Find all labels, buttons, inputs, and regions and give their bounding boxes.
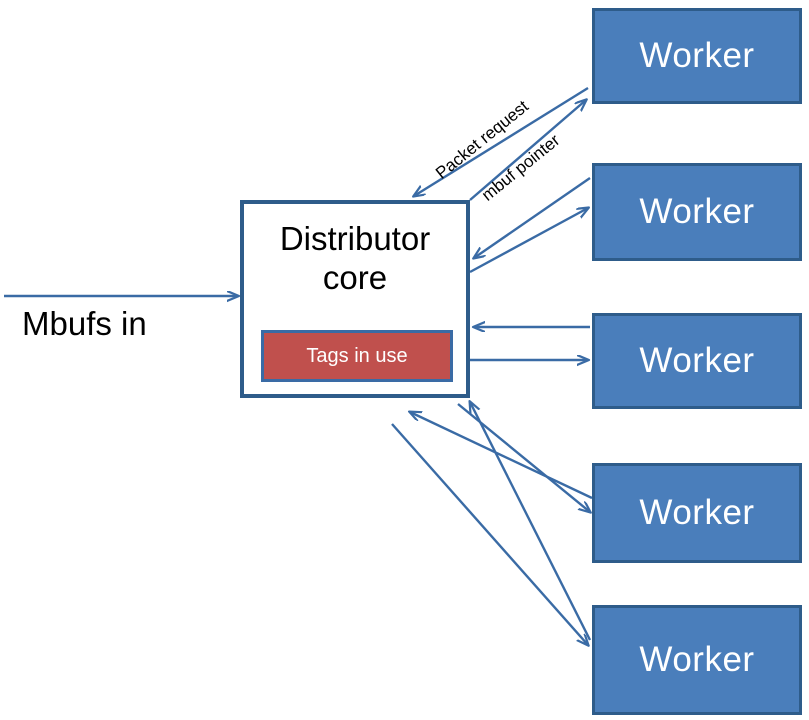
arrow-packet-request bbox=[414, 86, 589, 196]
arrow-worker-5-to-distributor bbox=[470, 402, 592, 641]
arrow-mbuf-pointer bbox=[469, 100, 586, 201]
distributor-core-title: Distributor core bbox=[244, 220, 466, 298]
worker-label-1: Worker bbox=[639, 36, 755, 75]
worker-box-4[interactable]: Worker bbox=[592, 463, 802, 563]
worker-box-1[interactable]: Worker bbox=[592, 8, 802, 104]
worker-box-5[interactable]: Worker bbox=[592, 605, 802, 715]
arrow-worker-4-to-distributor bbox=[410, 412, 593, 500]
worker-box-2[interactable]: Worker bbox=[592, 163, 802, 261]
distributor-core-box[interactable]: Distributor core Tags in use bbox=[240, 200, 470, 398]
arrow-distributor-to-worker-2 bbox=[469, 208, 588, 274]
worker-label-3: Worker bbox=[639, 341, 755, 380]
worker-label-2: Worker bbox=[639, 192, 755, 231]
worker-box-3[interactable]: Worker bbox=[592, 313, 802, 409]
distributor-core-title-line1: Distributor bbox=[279, 220, 431, 257]
tags-in-use-label: Tags in use bbox=[306, 344, 408, 367]
mbufs-in-label: Mbufs in bbox=[22, 305, 147, 342]
worker-label-5: Worker bbox=[639, 640, 755, 679]
arrow-worker-2-to-distributor bbox=[474, 177, 591, 258]
arrow-distributor-to-worker-4 bbox=[457, 403, 590, 512]
worker-label-4: Worker bbox=[639, 493, 755, 532]
arrow-distributor-to-worker-5 bbox=[391, 423, 588, 645]
tags-in-use-box[interactable]: Tags in use bbox=[261, 330, 453, 382]
distributor-core-title-line2: core bbox=[322, 258, 388, 296]
